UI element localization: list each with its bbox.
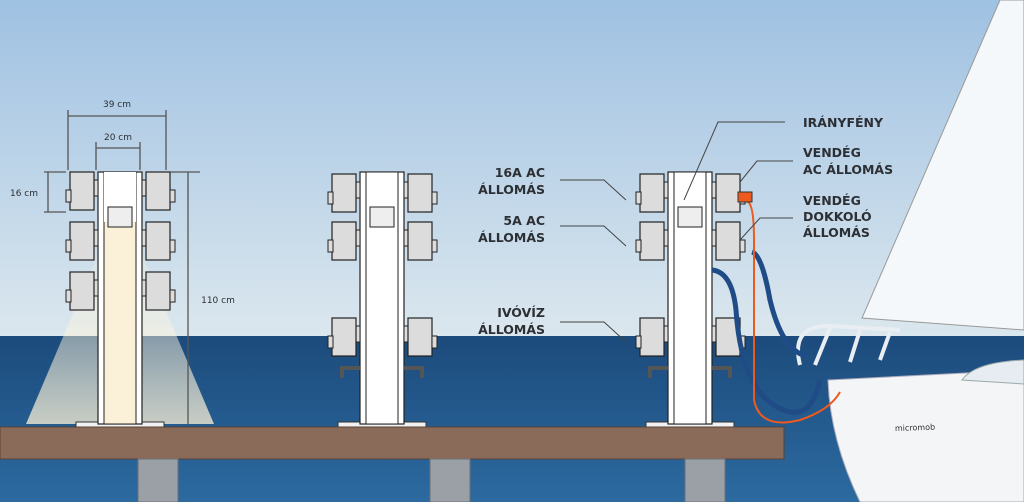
socket-plug xyxy=(327,239,334,253)
socket-module xyxy=(715,173,741,213)
socket-module xyxy=(331,221,357,261)
socket-module xyxy=(145,271,171,311)
socket-module xyxy=(407,221,433,261)
socket-plug xyxy=(431,191,438,205)
water-tap xyxy=(648,366,668,378)
sailboat: micromob xyxy=(796,0,1024,502)
dim-width-outer: 39 cm xyxy=(103,100,131,110)
module-bracket xyxy=(403,229,409,247)
socket-module xyxy=(639,317,665,357)
module-bracket xyxy=(141,229,147,247)
ac-cable xyxy=(747,201,841,424)
socket-module xyxy=(145,171,171,211)
socket-module xyxy=(69,271,95,311)
water-tap xyxy=(712,366,732,378)
module-bracket xyxy=(141,179,147,197)
pedestals xyxy=(65,171,746,428)
pedestal-2 xyxy=(327,171,438,428)
socket-module xyxy=(407,173,433,213)
water-tap xyxy=(340,366,360,378)
socket-module xyxy=(331,173,357,213)
dim-width-inner: 20 cm xyxy=(104,133,132,143)
socket-module xyxy=(639,221,665,261)
dim-module-height: 16 cm xyxy=(10,189,38,199)
socket-module xyxy=(715,221,741,261)
pedestal-3 xyxy=(635,171,746,428)
socket-plug xyxy=(65,239,72,253)
pedestal-1 xyxy=(65,171,176,428)
socket-plug xyxy=(65,289,72,303)
pier-deck xyxy=(0,426,785,460)
boat-brand: micromob xyxy=(895,423,935,433)
module-bracket xyxy=(141,279,147,297)
module-bracket xyxy=(355,325,361,343)
sail xyxy=(861,0,1024,331)
socket-plug xyxy=(635,335,642,349)
socket-plug xyxy=(327,335,334,349)
ac-plug xyxy=(737,191,753,203)
socket-plug xyxy=(635,239,642,253)
socket-module xyxy=(145,221,171,261)
dimension-lines xyxy=(44,110,200,424)
boat-hull xyxy=(827,369,1024,502)
guide-light xyxy=(369,206,395,228)
socket-plug xyxy=(169,239,176,253)
socket-plug xyxy=(635,191,642,205)
module-bracket xyxy=(403,325,409,343)
socket-module xyxy=(331,317,357,357)
module-bracket xyxy=(355,229,361,247)
dock-hose xyxy=(750,249,807,359)
module-bracket xyxy=(355,181,361,199)
socket-module xyxy=(69,221,95,261)
guide-light xyxy=(677,206,703,228)
boat-railing xyxy=(796,323,901,366)
water-tap xyxy=(404,366,424,378)
label-guide-light: IRÁNYFÉNY xyxy=(803,115,884,130)
socket-plug xyxy=(169,189,176,203)
module-bracket xyxy=(403,181,409,199)
dim-total-height: 110 cm xyxy=(201,296,235,306)
water-hose xyxy=(711,267,823,415)
callout-lines xyxy=(560,121,793,343)
socket-plug xyxy=(327,191,334,205)
socket-plug xyxy=(431,335,438,349)
guide-light xyxy=(107,206,133,228)
socket-module xyxy=(69,171,95,211)
socket-module xyxy=(407,317,433,357)
socket-plug xyxy=(431,239,438,253)
pier-pillars xyxy=(137,458,726,502)
socket-plug xyxy=(65,189,72,203)
sky xyxy=(0,0,1024,336)
socket-plug xyxy=(739,239,746,253)
socket-plug xyxy=(169,289,176,303)
socket-module xyxy=(639,173,665,213)
